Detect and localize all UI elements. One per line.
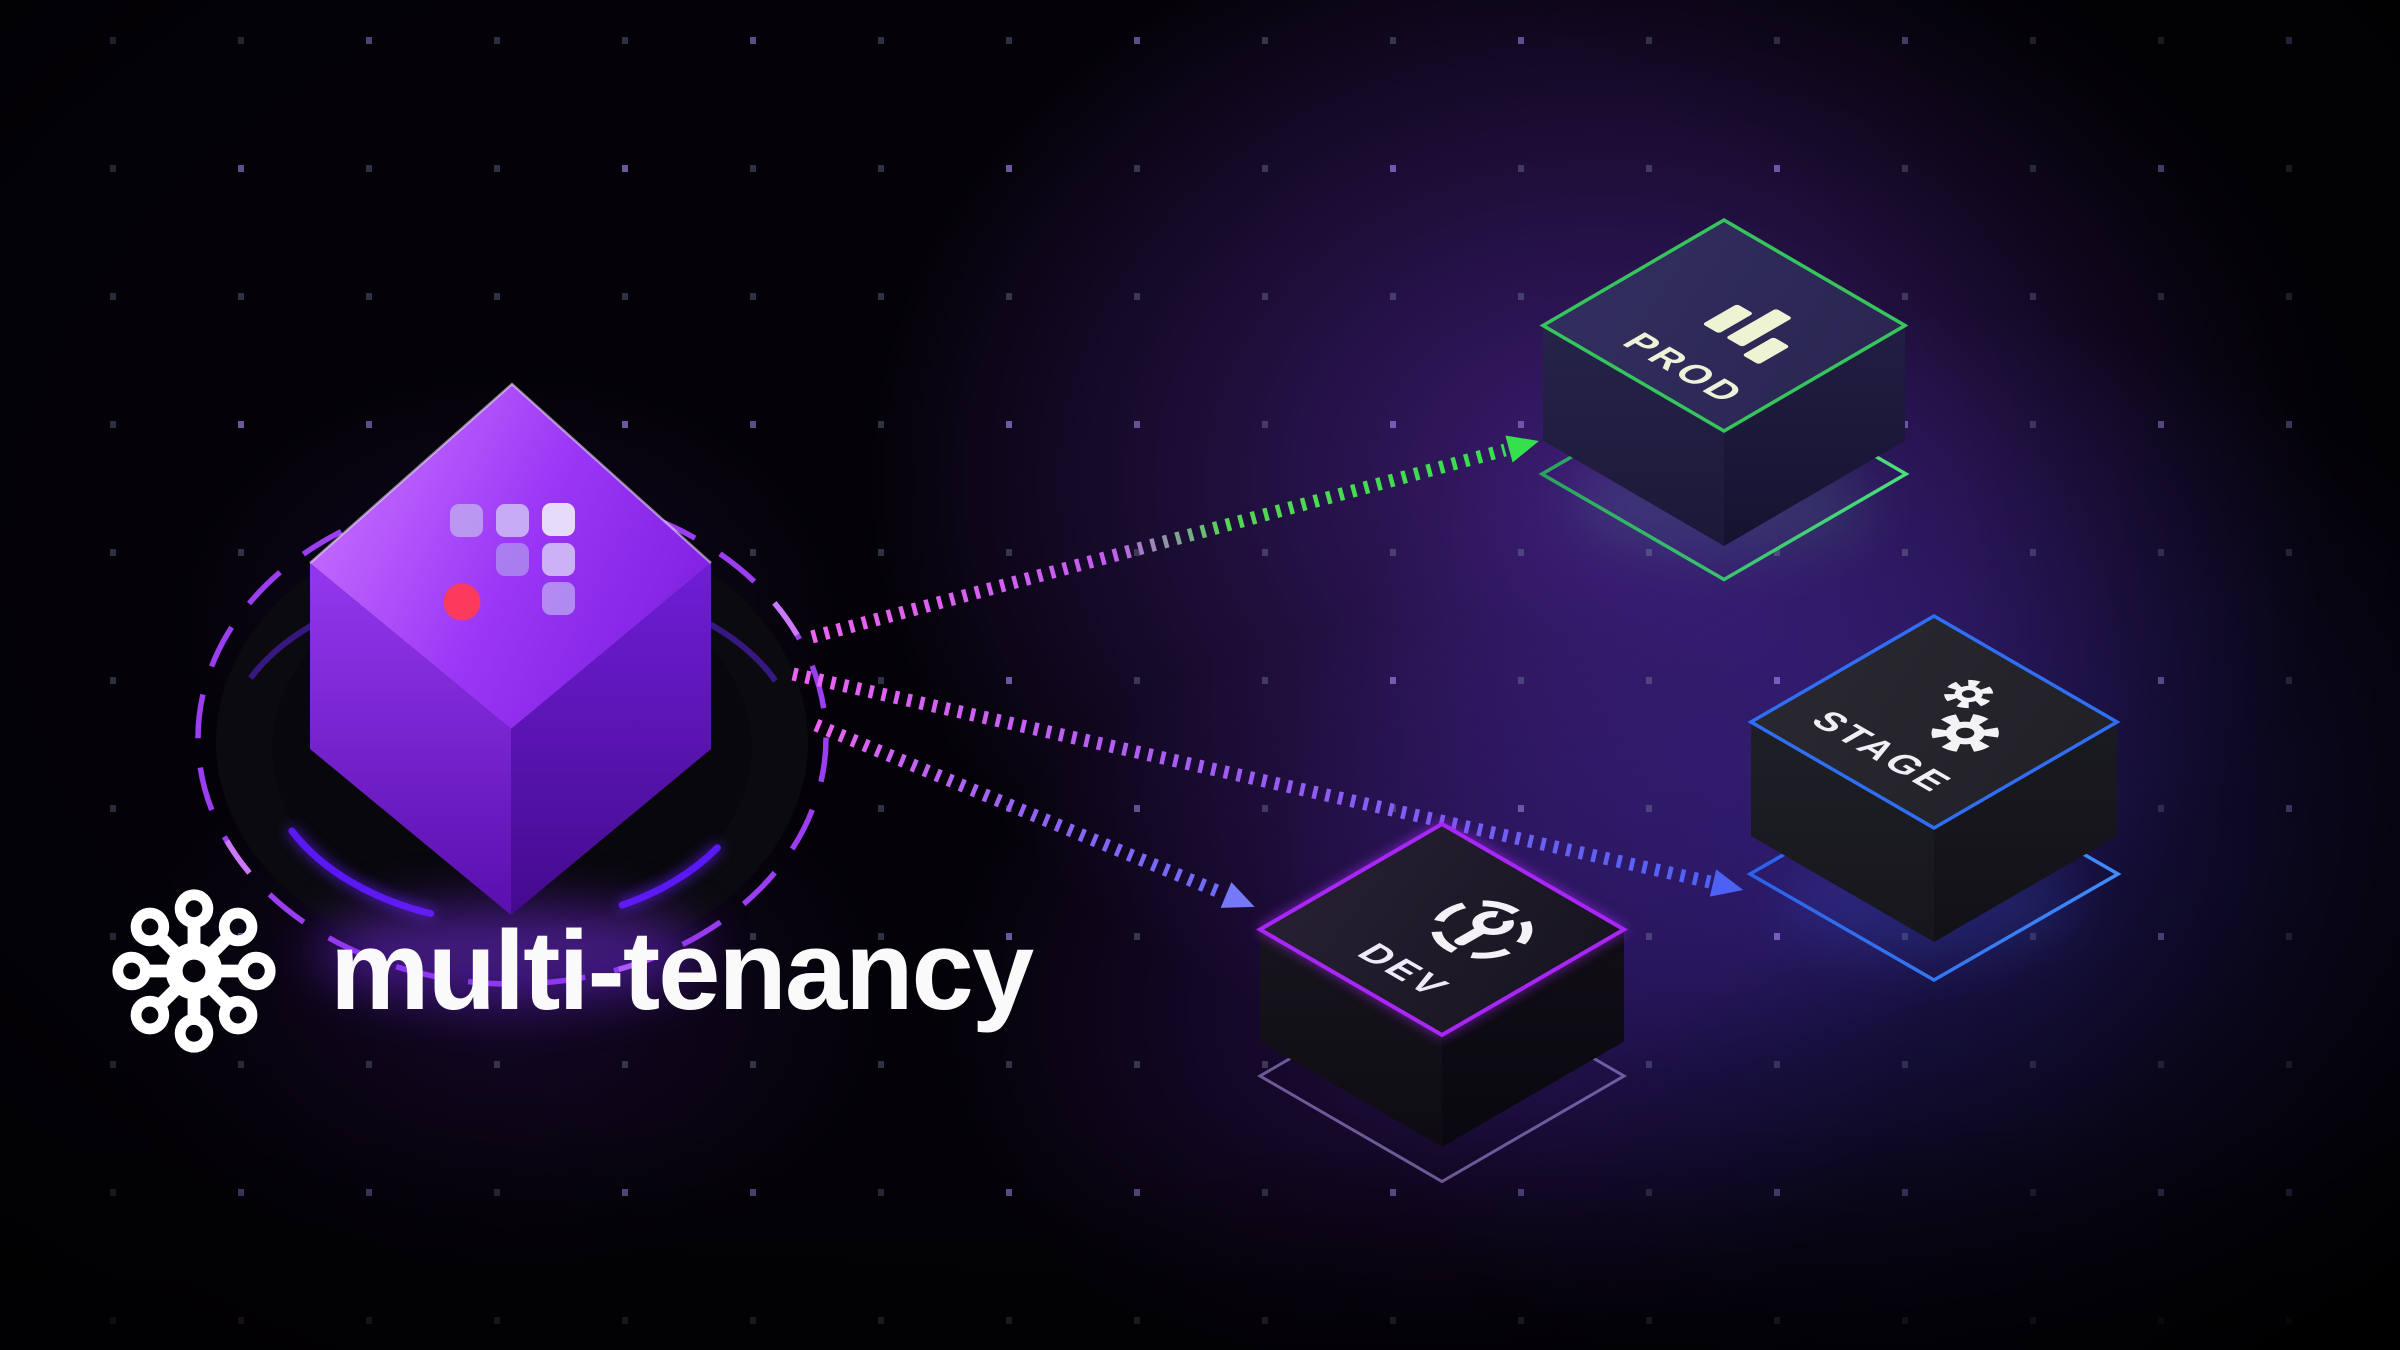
dev-cube-top-face [1256,821,1628,1038]
hub-under-glow [315,904,705,1000]
wrench-icon [1431,900,1533,959]
env-dev: DEV [1256,821,1628,1184]
prod-cube-right-face [1724,325,1905,546]
prod-cube-left-face [1543,325,1724,546]
dev-cube-right-face [1442,929,1624,1147]
arrow-to-stage [791,667,1744,897]
status-dot [443,583,481,621]
page-title: multi-tenancy [330,908,1034,1033]
arrowhead-prod [1505,435,1539,463]
env-prod: PROD [1538,217,1910,582]
hub-cube-edge-highlight [309,382,712,564]
arrowhead-dev [1220,882,1255,908]
stage-cube-top-face [1747,613,2121,831]
stage-cube-right-face [1934,722,2117,942]
hub-spoke-icon [112,889,276,1053]
hub-cube-right-face [511,563,711,915]
app-grid-icon [443,503,575,621]
arrowhead-stage [1709,869,1744,897]
hub-cube-left-face [310,563,511,915]
arrow-to-dev [813,718,1255,908]
tenant-hub [195,382,829,1000]
dev-cube-left-face [1260,929,1442,1147]
env-stage: STAGE [1746,613,2122,983]
wordmark: multi-tenancy [100,880,1034,1062]
bar-chart-icon [1703,304,1791,364]
arrow-to-prod [810,435,1539,644]
hub-cube [309,382,712,915]
connections [791,435,1744,908]
stage-cube-left-face [1751,722,1934,942]
